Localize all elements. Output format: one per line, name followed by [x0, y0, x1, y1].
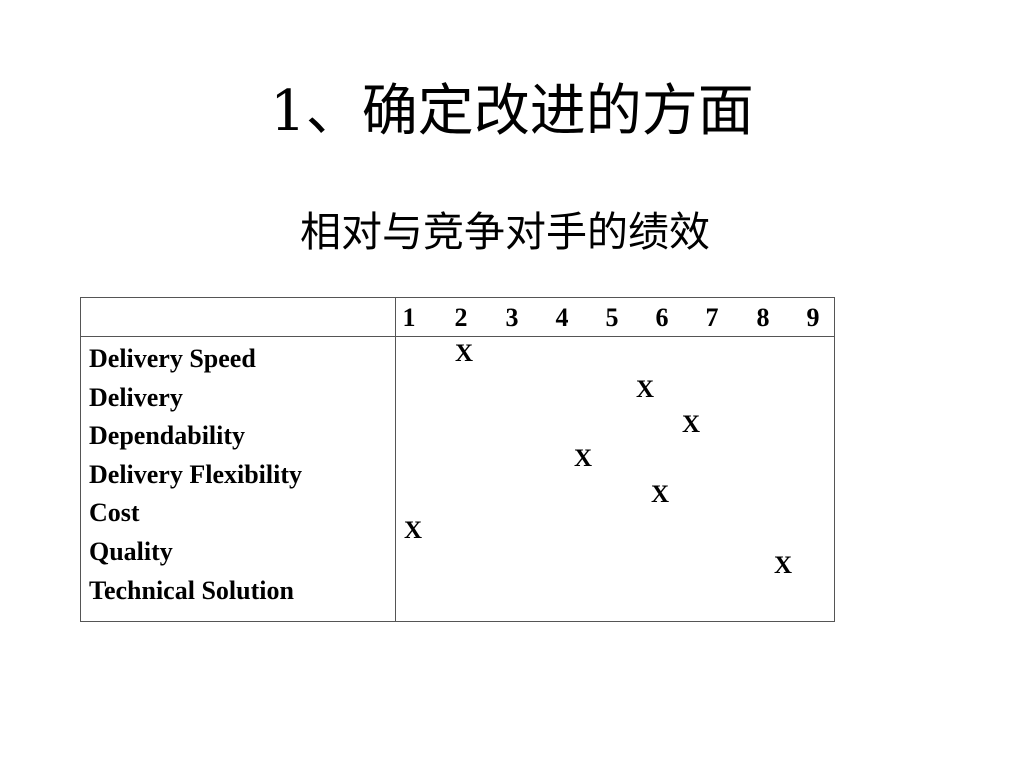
rating-mark: X: [573, 445, 593, 472]
slide-subtitle: 相对与竞争对手的绩效: [300, 208, 710, 256]
attribute-line: Delivery: [89, 382, 183, 412]
scale-number: 3: [505, 303, 519, 332]
slide-title: 1、确定改进的方面: [270, 79, 754, 144]
attribute-line: Delivery Flexibility: [89, 459, 303, 489]
rating-mark: X: [403, 517, 423, 544]
attribute-line: Technical Solution: [89, 575, 294, 605]
scale-number: 8: [756, 303, 770, 332]
scale-number: 6: [655, 303, 669, 332]
rating-mark: X: [454, 340, 474, 367]
scale-number: 5: [605, 303, 619, 332]
rating-mark: X: [681, 411, 701, 438]
table-header-scale-cell: 1 2 3 4 5 6 7 8 9: [395, 297, 835, 337]
rating-mark: X: [773, 552, 793, 579]
attribute-list-cell: Delivery Speed Delivery Dependability De…: [80, 336, 396, 622]
scale-number: 2: [454, 303, 468, 332]
scale-number: 1: [402, 303, 416, 332]
rating-mark: X: [650, 481, 670, 508]
scale-number: 7: [705, 303, 719, 332]
scale-number: 4: [555, 303, 569, 332]
attribute-line: Quality: [89, 536, 173, 566]
attribute-line: Cost: [89, 498, 140, 528]
rating-mark: X: [635, 376, 655, 403]
attribute-list: Delivery Speed Delivery Dependability De…: [89, 340, 302, 610]
attribute-line: Dependability: [89, 421, 246, 451]
performance-table: 1 2 3 4 5 6 7 8 9 Delivery Speed Deliver…: [80, 297, 835, 622]
scale-number: 9: [806, 303, 820, 332]
table-header-empty-cell: [80, 297, 396, 337]
attribute-line: Delivery Speed: [89, 344, 256, 373]
rating-marks-cell: X X X X X X X: [395, 336, 835, 622]
